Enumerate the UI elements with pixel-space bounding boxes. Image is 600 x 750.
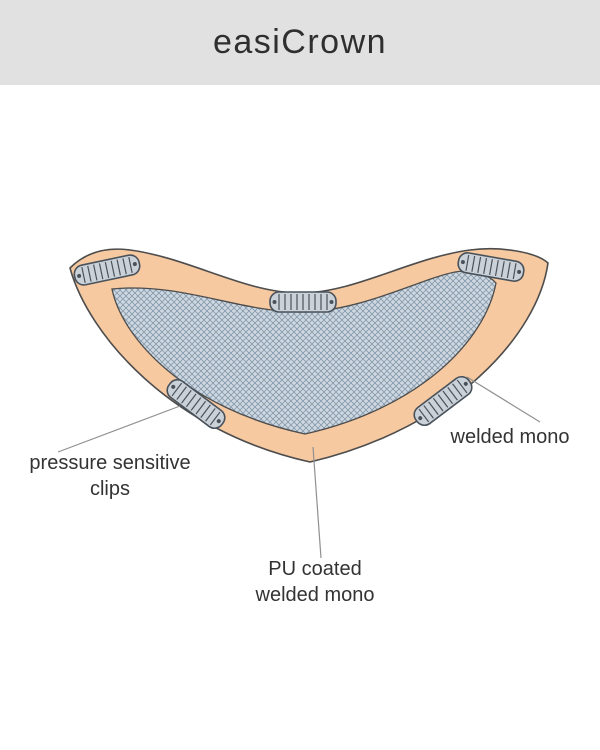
label-pu-line2: welded mono: [255, 584, 375, 607]
label-pressure-sensitive-clips: pressure sensitive clips: [5, 450, 215, 503]
leader-line-pu-coated: [312, 446, 322, 559]
label-welded-mono: welded mono: [425, 424, 595, 450]
crown-diagram: [57, 247, 549, 559]
label-welded-text: welded mono: [450, 426, 570, 448]
label-pressure-line2: clips: [89, 478, 130, 501]
label-pressure-line1: pressure sensitive: [29, 452, 191, 474]
leader-line-pressure-clips: [57, 405, 181, 453]
label-pu-coated-welded-mono: PU coated welded mono: [210, 556, 420, 609]
header-bar: easiCrown: [0, 0, 600, 85]
pressure-clip-top-center: [269, 291, 337, 313]
label-pu-line1: PU coated: [268, 558, 362, 580]
leader-line-welded-mono: [466, 376, 541, 423]
page-title: easiCrown: [212, 23, 388, 61]
